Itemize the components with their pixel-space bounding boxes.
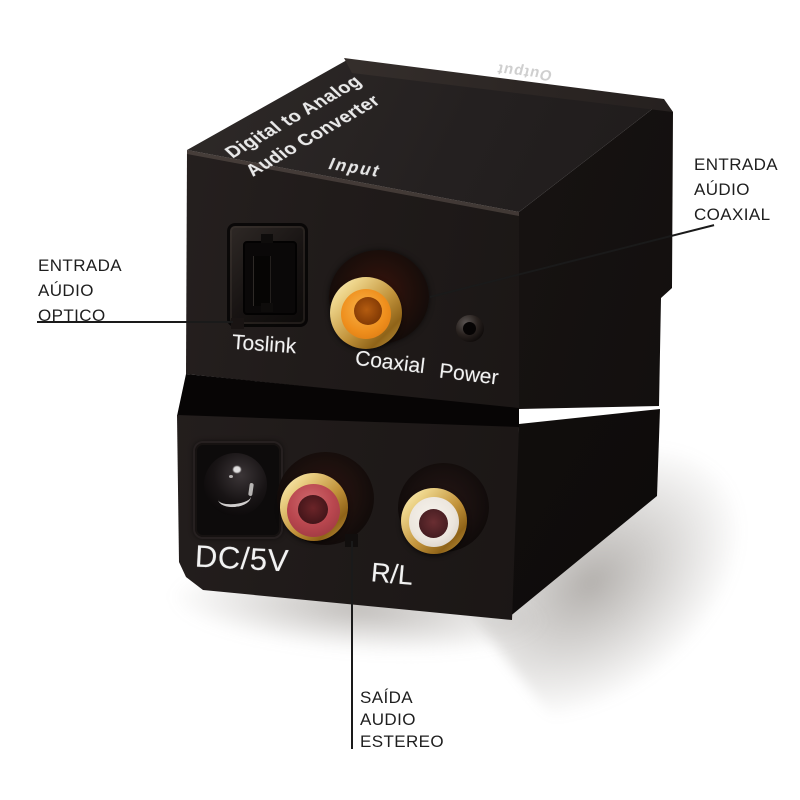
annotation-stereo-line1: SAÍDA <box>360 688 414 707</box>
dc-jack-glint-small <box>229 475 233 478</box>
toslink-label: Toslink <box>231 330 297 359</box>
stereo-annotation-anchor <box>345 534 358 547</box>
toslink-port-slot <box>253 256 271 306</box>
rca-red-hole <box>298 495 328 524</box>
rca-white-hole <box>419 509 448 538</box>
toslink-tab-top <box>261 234 273 243</box>
rl-label: R/L <box>369 557 415 591</box>
annotation-stereo-output: SAÍDA AUDIO ESTEREO <box>360 687 444 753</box>
annotation-optical-input: ENTRADA AÚDIO OPTICO <box>38 253 122 328</box>
annotation-coaxial-input: ENTRADA AÚDIO COAXIAL <box>694 152 778 227</box>
dc-jack-glint <box>233 466 241 473</box>
annotation-optical-line1: ENTRADA <box>38 256 123 275</box>
dc-power-jack-socket <box>204 453 267 516</box>
power-led-inner <box>463 322 476 335</box>
annotation-stereo-line2: AUDIO <box>360 710 416 729</box>
annotation-optical-line2: AÚDIO <box>38 281 94 300</box>
coaxial-jack-hole <box>354 297 382 325</box>
annotation-coaxial-line1: ENTRADA <box>694 155 779 174</box>
optical-callout-line <box>37 321 233 323</box>
toslink-tab-bottom <box>261 303 273 312</box>
stereo-callout-line <box>351 541 353 749</box>
annotation-coaxial-line3: COAXIAL <box>694 205 771 224</box>
annotation-coaxial-line2: AÚDIO <box>694 180 750 199</box>
annotation-optical-line3: OPTICO <box>38 306 106 325</box>
annotation-stereo-line3: ESTEREO <box>360 732 445 751</box>
optical-annotation-anchor <box>231 318 244 329</box>
dc-5v-label: DC/5V <box>194 538 290 579</box>
